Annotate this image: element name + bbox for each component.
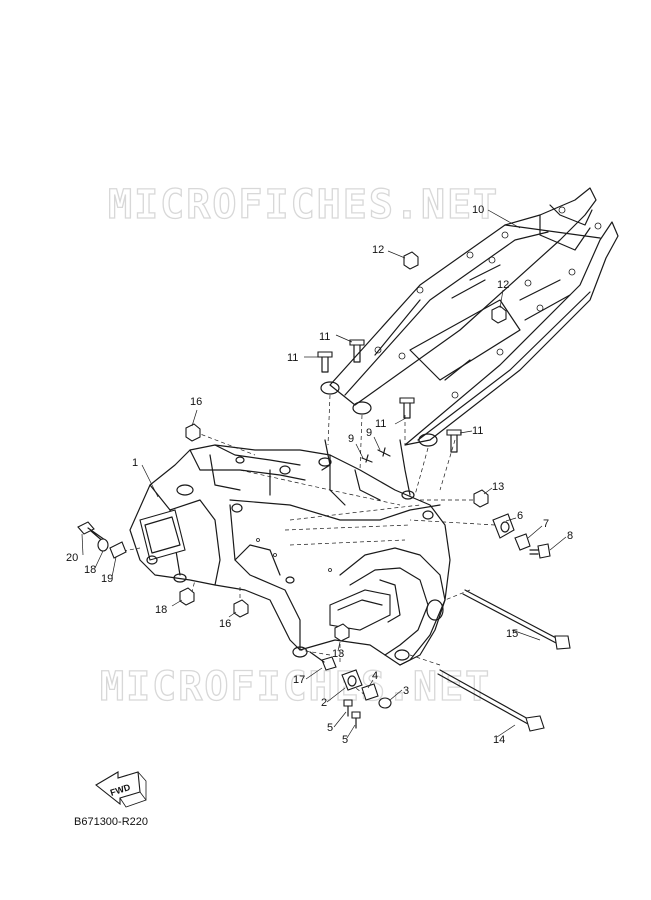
callout-16-upper: 16 bbox=[190, 396, 202, 408]
callout-5-a: 5 bbox=[327, 722, 333, 734]
callout-10: 10 bbox=[472, 204, 484, 216]
callout-16-lower: 16 bbox=[219, 618, 231, 630]
callout-13-lower: 13 bbox=[332, 648, 344, 660]
callout-20: 20 bbox=[66, 552, 78, 564]
callout-18-left: 18 bbox=[84, 564, 96, 576]
callout-11-c: 11 bbox=[375, 418, 386, 430]
callout-11-d: 11 bbox=[472, 425, 483, 437]
fwd-arrow-icon: FWD bbox=[95, 771, 147, 808]
callout-17: 17 bbox=[293, 674, 305, 686]
callout-4: 4 bbox=[372, 670, 378, 682]
leader-lines bbox=[81, 209, 567, 739]
main-frame bbox=[129, 439, 451, 666]
callout-3: 3 bbox=[403, 685, 409, 697]
rear-subframe bbox=[320, 187, 619, 447]
callout-8: 8 bbox=[567, 530, 573, 542]
callout-1: 1 bbox=[132, 457, 138, 469]
callout-12-lower: 12 bbox=[497, 279, 509, 291]
callout-11-b: 11 bbox=[287, 352, 298, 364]
hardware bbox=[77, 251, 571, 732]
callout-7: 7 bbox=[543, 518, 549, 530]
watermark-bottom: MICROFICHES.NET bbox=[100, 664, 491, 710]
diagram-code: B671300-R220 bbox=[74, 816, 148, 828]
callout-13-upper: 13 bbox=[492, 481, 504, 493]
callout-11-a: 11 bbox=[319, 331, 330, 343]
callout-2: 2 bbox=[321, 697, 327, 709]
callout-19: 19 bbox=[101, 573, 113, 585]
callout-14: 14 bbox=[493, 734, 505, 746]
callout-labels: 1 10 12 12 11 11 11 11 9 9 16 16 18 13 1… bbox=[66, 204, 573, 746]
callout-9-a: 9 bbox=[348, 433, 354, 445]
callout-5-b: 5 bbox=[342, 734, 348, 746]
callout-18-lower: 18 bbox=[155, 604, 167, 616]
callout-9-b: 9 bbox=[366, 427, 372, 439]
watermark-top: MICROFICHES.NET bbox=[108, 182, 499, 228]
callout-12-upper: 12 bbox=[372, 244, 384, 256]
callout-15: 15 bbox=[506, 628, 518, 640]
callout-6: 6 bbox=[517, 510, 523, 522]
